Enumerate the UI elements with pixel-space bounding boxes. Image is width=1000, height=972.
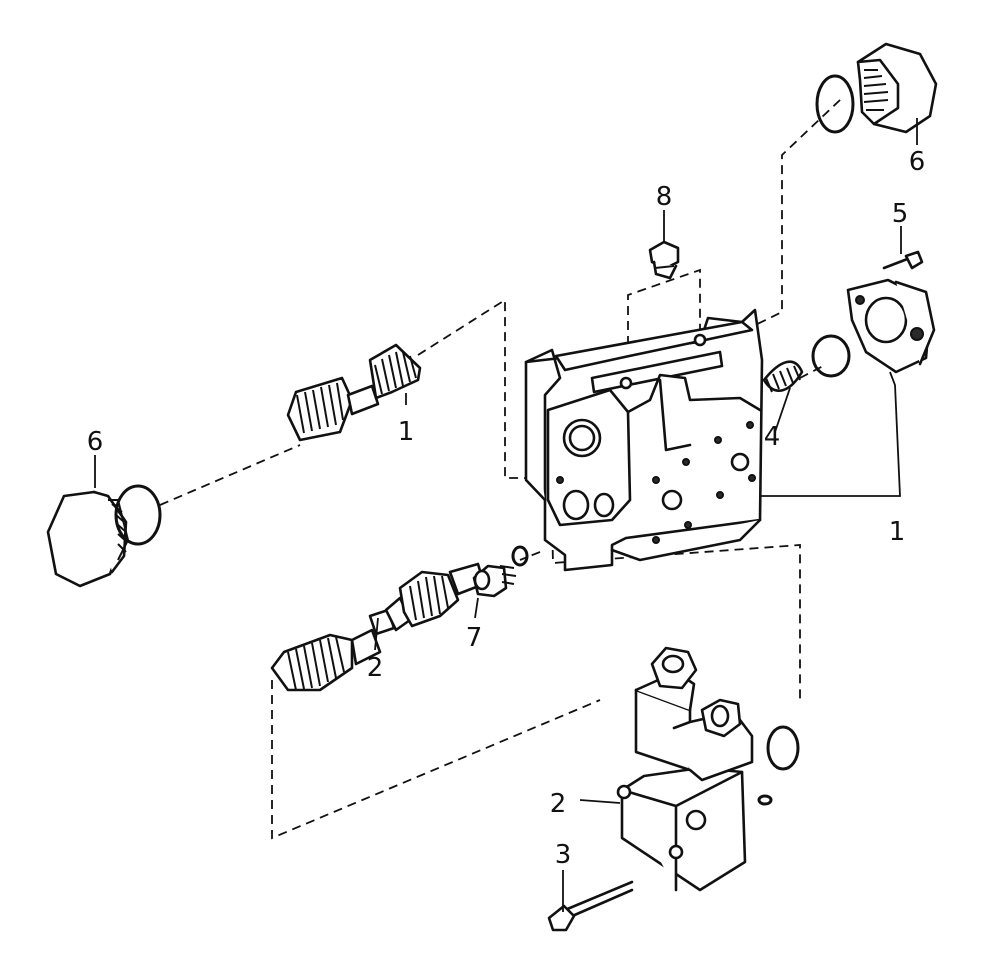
spring — [762, 360, 804, 393]
flange-cover — [846, 278, 936, 374]
seat-7 — [472, 564, 517, 598]
callout-valve-body: 1 — [889, 517, 906, 547]
body-mounting-holes — [556, 421, 756, 544]
right-top-o-ring — [815, 74, 855, 134]
valve-block-o-ring — [766, 725, 800, 771]
left-plug — [46, 490, 130, 588]
callout-upper-spool: 1 — [398, 417, 415, 447]
valve-body — [524, 308, 764, 572]
left-o-ring — [114, 484, 162, 546]
callout-spring: 4 — [764, 422, 781, 452]
leader-lower-spool-to-block — [271, 680, 601, 840]
callout-screw: 5 — [892, 199, 909, 229]
callout-plug-8: 8 — [656, 182, 673, 212]
leader-seat-to-body — [519, 551, 541, 561]
leader-top-spool-to-body — [417, 298, 540, 479]
solenoid-valve-block — [616, 646, 754, 892]
upper-spool — [286, 343, 422, 442]
screw-5 — [882, 250, 924, 270]
seat-o-ring — [511, 545, 529, 567]
callout-lines — [94, 118, 918, 912]
callout-lower-spool: 2 — [367, 653, 384, 683]
callout-left-plug: 6 — [87, 427, 104, 457]
callout-seat: 7 — [466, 623, 483, 653]
callout-right-plug: 6 — [909, 147, 926, 177]
callout-bolt: 3 — [555, 840, 572, 870]
leader-spring-to-ring — [799, 364, 826, 379]
callout-valve-block: 2 — [550, 789, 567, 819]
bolt-3 — [547, 880, 634, 932]
valve-block-small-ring — [757, 794, 773, 806]
callout-labels: 1 1 2 2 3 4 5 6 6 7 8 — [87, 147, 926, 870]
lower-spool — [270, 562, 486, 692]
spring-o-ring — [811, 334, 851, 378]
small-plug-8 — [648, 240, 680, 280]
right-plug — [856, 42, 938, 134]
leader-left-plug-to-spool — [159, 444, 301, 506]
leader-right-plug-to-body — [744, 99, 841, 331]
